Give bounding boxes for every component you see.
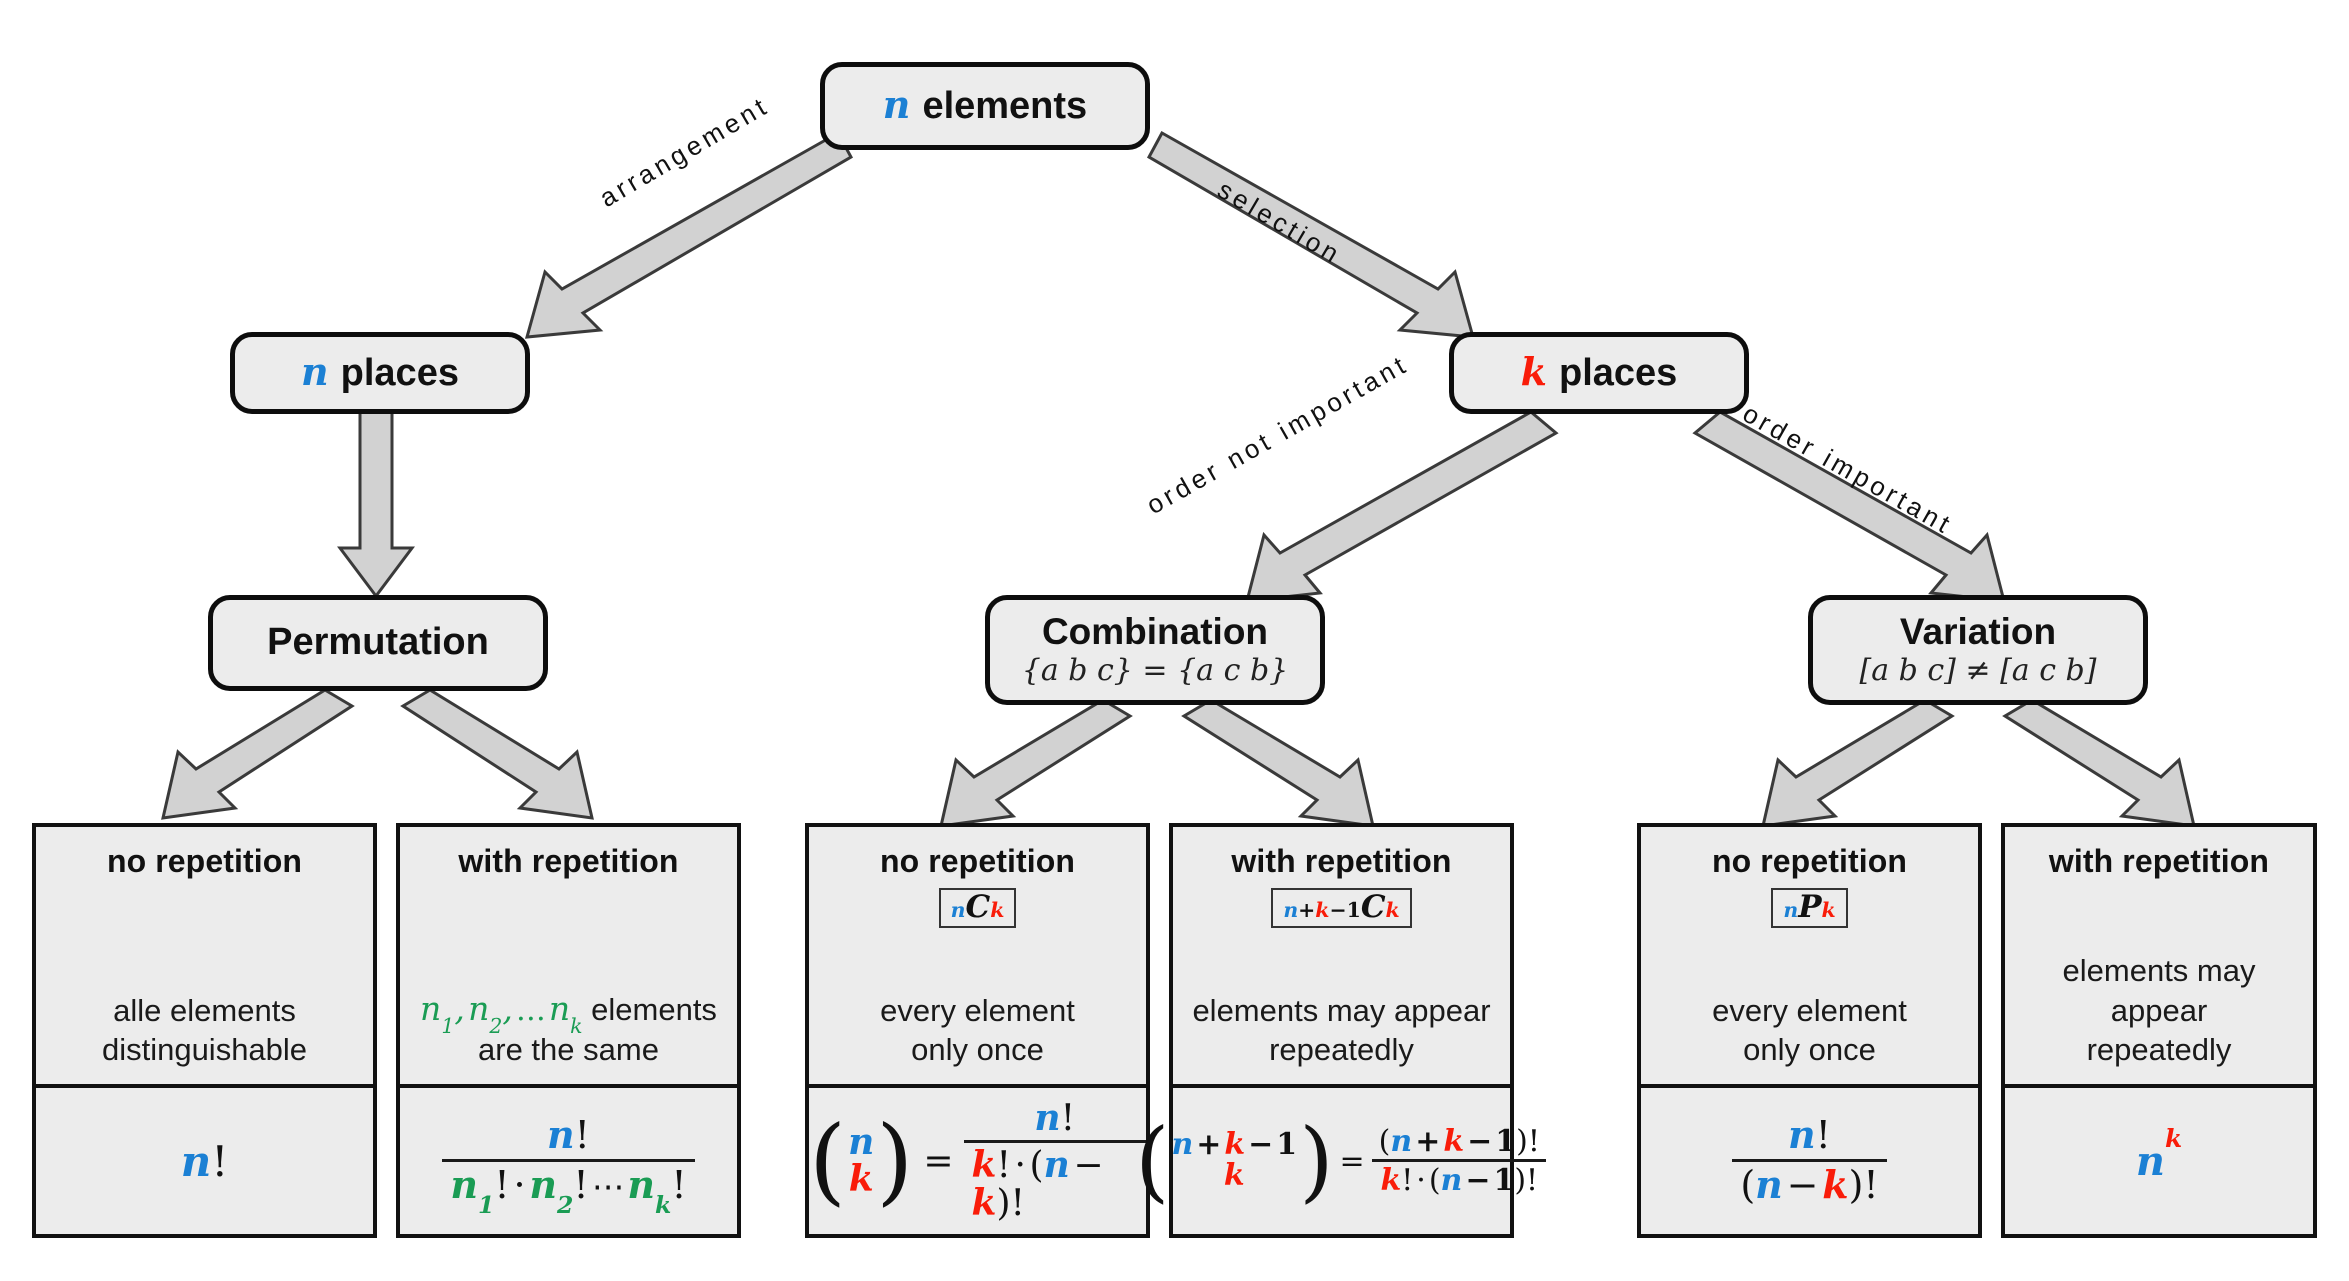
leaf-description: every element only once <box>880 991 1075 1070</box>
leaf-head: with repetition <box>2048 843 2270 879</box>
binomial-n-choose-k: ( n k ) <box>809 1105 914 1216</box>
symbol-k: k <box>1520 349 1548 395</box>
leaf-desc-line1: every element <box>1712 992 1907 1028</box>
leaf-upper: no repetition nPk every element only onc… <box>1641 827 1978 1084</box>
leaf-head: no repetition <box>106 843 303 879</box>
leaf-formula: ( n + k − 1 k ) = (n + k − 1)! k! · (n −… <box>1135 1084 1547 1234</box>
combination-note: {a b c} = {a c b} <box>1021 652 1289 688</box>
leaf-desc-line1: elements may appear <box>2062 952 2256 1028</box>
symbol-n: n <box>301 349 329 395</box>
leaf-desc-line2: only once <box>1743 1032 1876 1068</box>
notation-badge-nCk: nCk <box>938 888 1017 928</box>
leaf-head: with repetition <box>1231 843 1452 879</box>
notation-badge-nPk: nPk <box>1771 888 1848 928</box>
leaf-upper: no repetition alle elements distinguisha… <box>36 827 373 1084</box>
node-combination[interactable]: Combination {a b c} = {a c b} <box>985 595 1325 705</box>
n-places-label: places <box>340 352 459 395</box>
leaf-upper: with repetition n1, n2, … nk elements ar… <box>400 827 737 1084</box>
leaf-upper: no repetition nCk every element only onc… <box>809 827 1146 1084</box>
symbol-n: n <box>882 82 911 128</box>
leaf-permutation-no-repetition[interactable]: no repetition alle elements distinguisha… <box>32 823 377 1238</box>
leaf-head: no repetition <box>879 843 1076 879</box>
leaf-formula: nk <box>2005 1084 2313 1234</box>
leaf-description: every element only once <box>1712 991 1907 1070</box>
leaf-desc-line2: only once <box>911 1032 1044 1068</box>
leaf-variation-no-repetition[interactable]: no repetition nPk every element only onc… <box>1637 823 1982 1238</box>
leaf-formula: n! (n − k)! <box>1641 1084 1978 1234</box>
leaf-desc-line1: every element <box>880 992 1075 1028</box>
leaf-permutation-with-repetition[interactable]: with repetition n1, n2, … nk elements ar… <box>396 823 741 1238</box>
leaf-upper: with repetition elements may appear repe… <box>2005 827 2313 1084</box>
variation-title: Variation <box>1899 610 2057 652</box>
leaf-description: alle elements distinguishable <box>102 991 307 1070</box>
permutation-title: Permutation <box>267 621 489 664</box>
leaf-formula: n! n1! · n2! ⋯ nk! <box>400 1084 737 1234</box>
node-n-elements[interactable]: n elements <box>820 62 1150 150</box>
leaf-desc-line1: alle elements <box>113 992 296 1028</box>
leaf-desc-line1: n1, n2, … nk elements <box>420 988 717 1038</box>
leaf-variation-with-repetition[interactable]: with repetition elements may appear repe… <box>2001 823 2317 1238</box>
leaf-desc-line2: repeatedly <box>1269 1032 1414 1068</box>
leaf-desc-line2: repeatedly <box>2086 1032 2232 1068</box>
notation-badge-npkm1Ck: n+k−1Ck <box>1271 888 1412 928</box>
leaf-head: no repetition <box>1711 843 1908 879</box>
leaf-desc-line2: distinguishable <box>101 1032 308 1068</box>
variation-note: [a b c] ≠ [a c b] <box>1859 652 2097 688</box>
leaf-combination-no-repetition[interactable]: no repetition nCk every element only onc… <box>805 823 1150 1238</box>
leaf-description: elements may appear repeatedly <box>1192 991 1490 1070</box>
root-label-text: elements <box>922 85 1088 128</box>
binomial-npkm1-choose-k: ( n + k − 1 k ) <box>1135 1108 1334 1212</box>
leaf-formula: ( n k ) = n! k! · (n − k)! <box>809 1084 1146 1234</box>
leaf-upper: with repetition n+k−1Ck elements may app… <box>1173 827 1510 1084</box>
node-permutation[interactable]: Permutation <box>208 595 548 691</box>
node-variation[interactable]: Variation [a b c] ≠ [a c b] <box>1808 595 2148 705</box>
leaf-combination-with-repetition[interactable]: with repetition n+k−1Ck elements may app… <box>1135 823 1547 1238</box>
combination-title: Combination <box>1041 610 1269 652</box>
leaf-desc-line2: are the same <box>478 1032 659 1068</box>
leaf-desc-line1: elements may appear <box>1192 992 1491 1028</box>
leaf-description: n1, n2, … nk elements are the same <box>420 988 717 1070</box>
leaf-description: elements may appear repeatedly <box>2015 951 2303 1070</box>
leaf-head: with repetition <box>458 843 679 879</box>
k-places-label: places <box>1559 352 1678 395</box>
leaf-formula: n! <box>36 1084 373 1234</box>
